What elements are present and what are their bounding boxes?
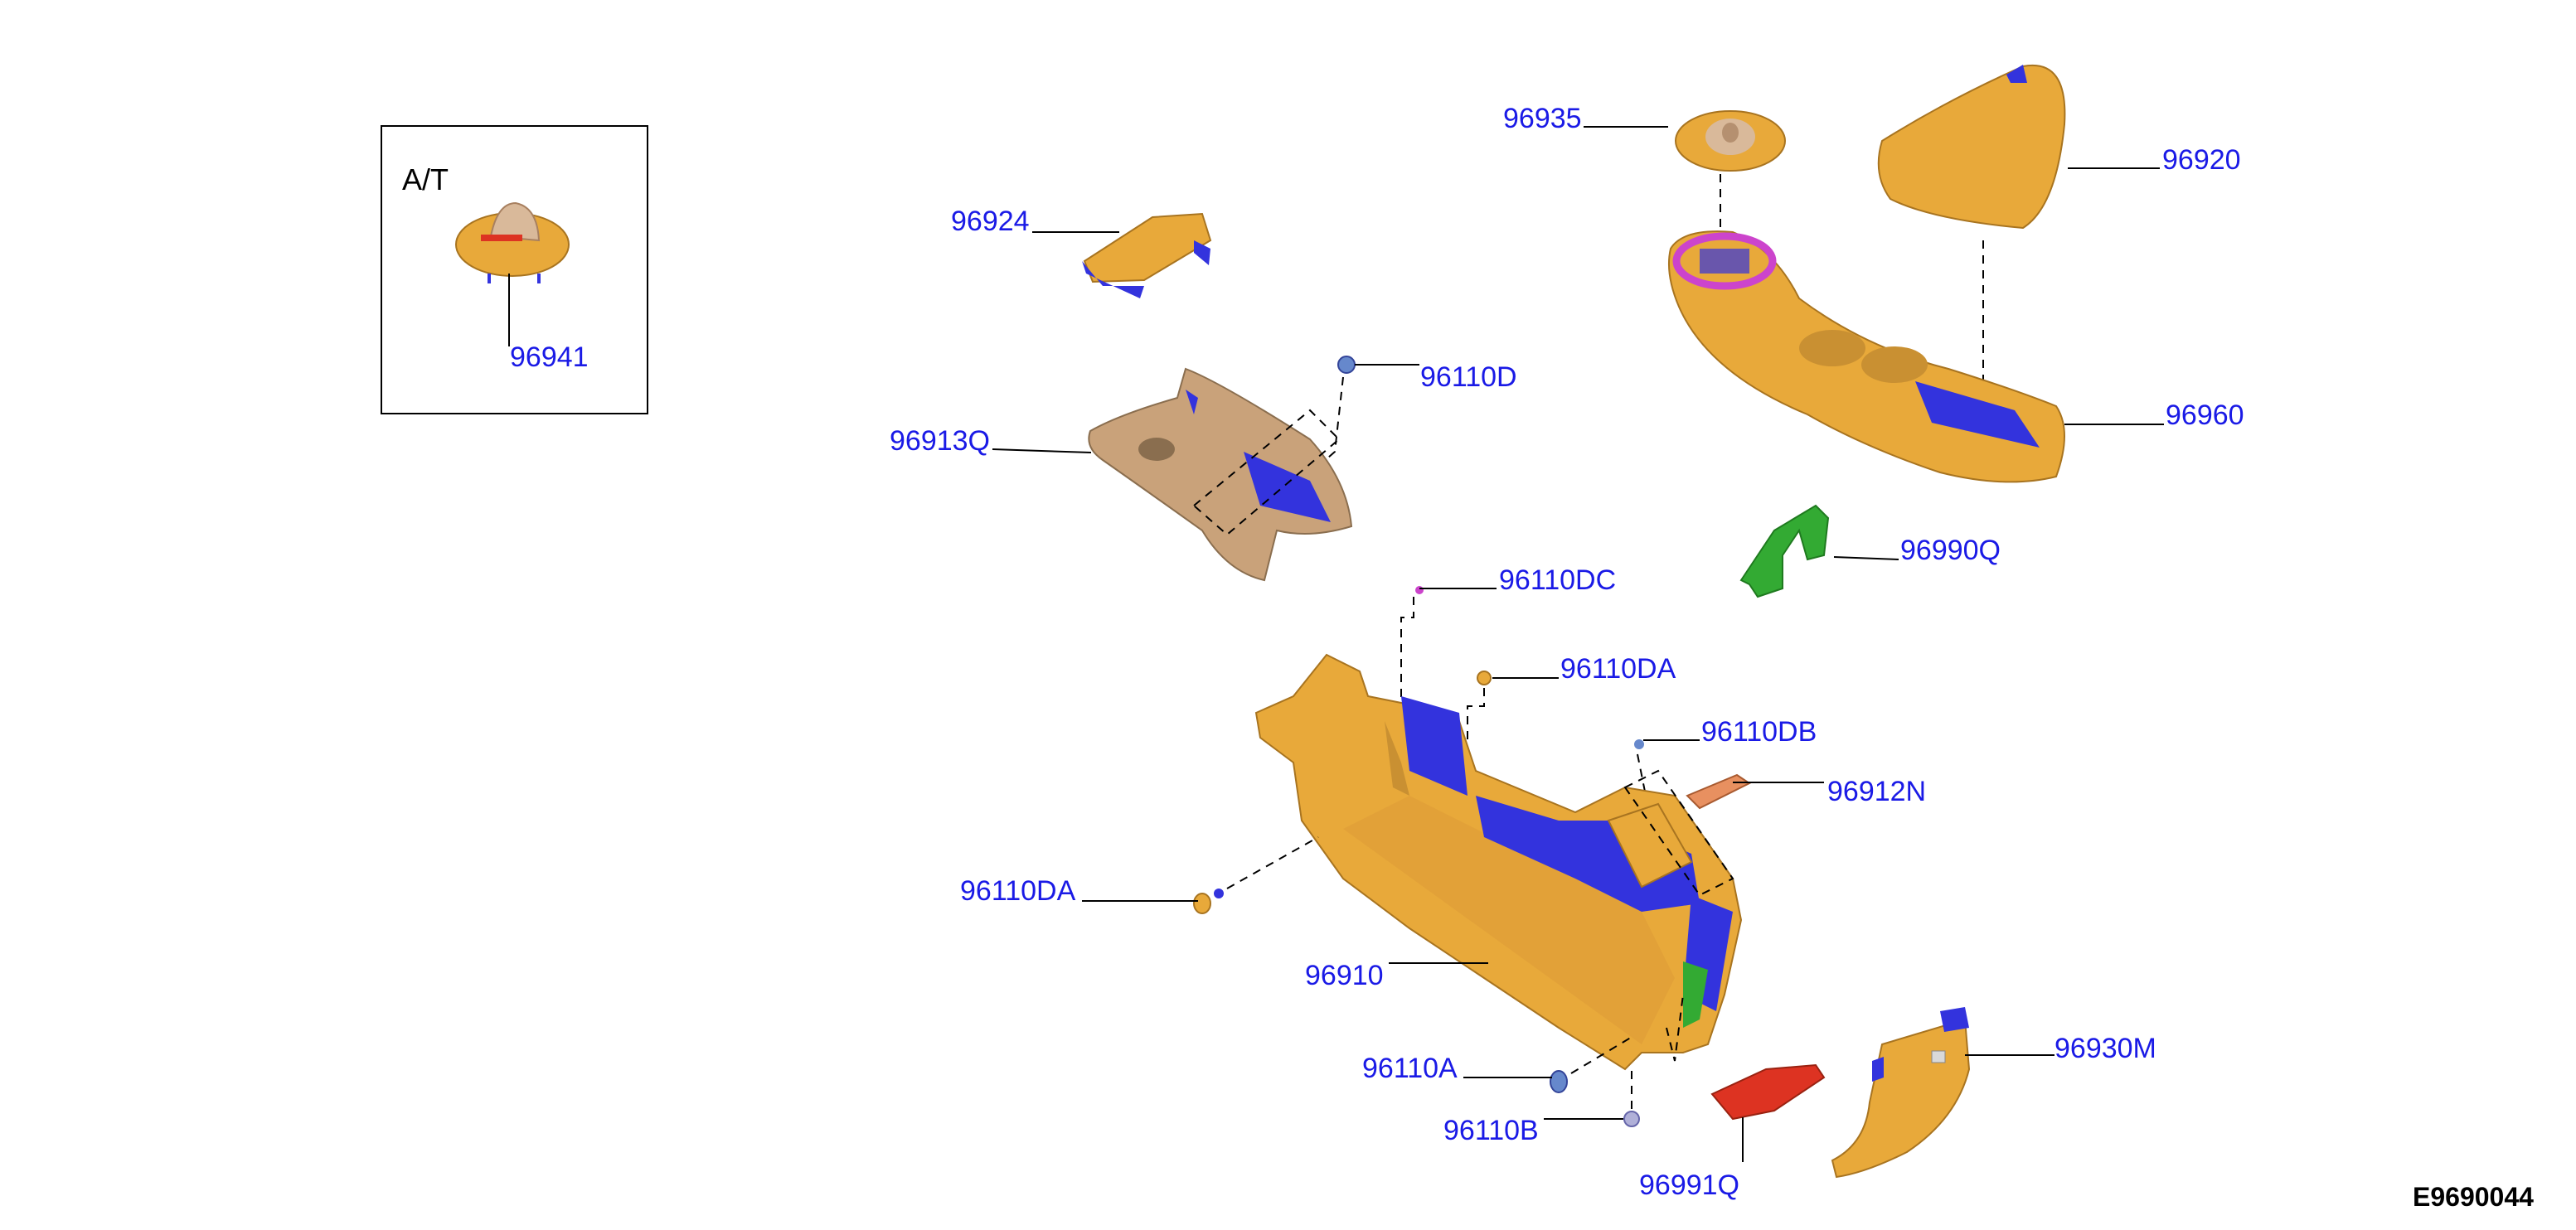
- part-96960[interactable]: [1668, 230, 2065, 483]
- callout-96935[interactable]: 96935: [1503, 103, 1582, 134]
- part-96990Q[interactable]: [1739, 504, 1830, 598]
- dash-96110DB: [1637, 753, 1647, 797]
- callout-96110D[interactable]: 96110D: [1420, 361, 1517, 393]
- part-96110D[interactable]: [1337, 356, 1356, 374]
- leader-96913Q: [992, 448, 1092, 453]
- part-96912N[interactable]: [1686, 773, 1751, 810]
- at-inset-box: [381, 125, 648, 414]
- part-96924[interactable]: [1082, 212, 1212, 298]
- dash-96110DC: [1400, 597, 1414, 713]
- callout-96991Q[interactable]: 96991Q: [1639, 1169, 1739, 1201]
- inset-title: A/T: [402, 162, 449, 196]
- dash-96110D: [1301, 376, 1344, 482]
- callout-96924[interactable]: 96924: [951, 206, 1030, 237]
- callout-96110DB[interactable]: 96110DB: [1701, 716, 1817, 748]
- part-96991Q[interactable]: [1710, 1063, 1826, 1121]
- dash-96991Q: [1666, 994, 1684, 1062]
- part-96110DC[interactable]: [1415, 586, 1424, 594]
- callout-96110DC[interactable]: 96110DC: [1499, 564, 1617, 596]
- callout-96910[interactable]: 96910: [1305, 960, 1384, 991]
- callout-96110DA-top[interactable]: 96110DA: [1560, 653, 1676, 685]
- part-96110B[interactable]: [1623, 1111, 1640, 1127]
- callout-96110B[interactable]: 96110B: [1443, 1115, 1539, 1146]
- callout-96912N[interactable]: 96912N: [1827, 776, 1927, 807]
- diagram-id: E9690044: [2413, 1182, 2534, 1212]
- part-96110A[interactable]: [1550, 1070, 1568, 1093]
- dash-96110A: [1570, 1035, 1634, 1074]
- callout-96941[interactable]: 96941: [510, 341, 589, 373]
- part-96110DB[interactable]: [1634, 739, 1644, 749]
- callout-96110DA[interactable]: 96110DA: [960, 875, 1076, 907]
- callout-96960[interactable]: 96960: [2166, 400, 2244, 431]
- callout-96920[interactable]: 96920: [2162, 144, 2241, 176]
- part-96920[interactable]: [1877, 64, 2066, 230]
- callout-96990Q[interactable]: 96990Q: [1900, 535, 2001, 566]
- part-96941[interactable]: [455, 201, 570, 283]
- part-96930M[interactable]: [1831, 1007, 1971, 1179]
- part-96935[interactable]: [1675, 110, 1786, 172]
- part-96913Q[interactable]: [1088, 367, 1353, 582]
- callout-96913Q[interactable]: 96913Q: [890, 425, 990, 457]
- part-96110DA[interactable]: [1193, 889, 1224, 914]
- part-96110DA-top[interactable]: [1477, 671, 1492, 685]
- dash-96910-front: [1623, 769, 1734, 897]
- leader-96990Q: [1833, 556, 1899, 560]
- part-96910[interactable]: [1254, 653, 1743, 1071]
- dash-96110DA: [1226, 836, 1319, 889]
- callout-96930M[interactable]: 96930M: [2054, 1033, 2156, 1064]
- callout-96110A[interactable]: 96110A: [1362, 1053, 1458, 1084]
